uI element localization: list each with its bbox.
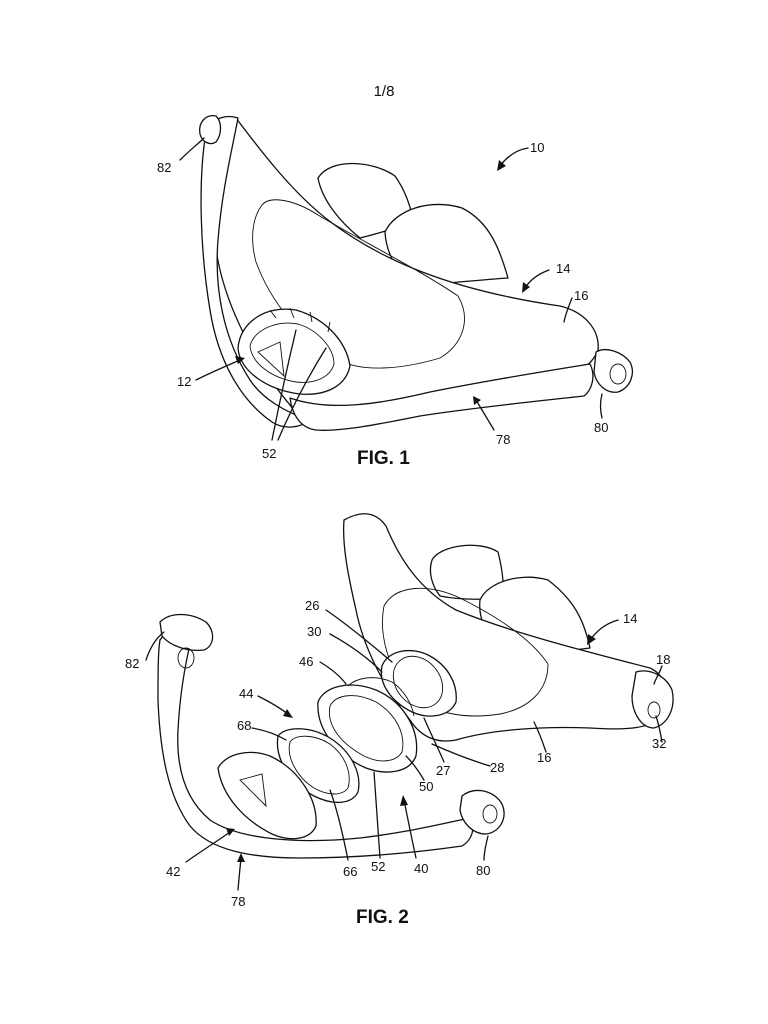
- frame-left-arm: [200, 115, 311, 428]
- ref-78: 78: [496, 432, 510, 447]
- leader-16: [563, 297, 573, 323]
- leader-10: [499, 147, 529, 167]
- cushion-opening: [380, 649, 457, 717]
- ref-30: 30: [307, 624, 321, 639]
- leader-32: [655, 715, 663, 743]
- ref-16: 16: [537, 750, 551, 765]
- connector-80: [593, 348, 633, 393]
- ref-80: 80: [476, 863, 490, 878]
- ref-44: 44: [239, 686, 253, 701]
- ring-collar-30: [347, 677, 415, 717]
- leader-16: [533, 721, 547, 753]
- swivel-ring: [237, 308, 351, 395]
- cushion-opening-inner: [392, 655, 444, 709]
- connector-80-bore: [609, 363, 627, 385]
- gasket-66: [288, 735, 350, 795]
- ref-80: 80: [594, 420, 608, 435]
- elbow-42: [217, 751, 317, 840]
- leader-44: [257, 695, 289, 715]
- ref-26: 26: [305, 598, 319, 613]
- leader-42: [185, 831, 231, 863]
- ref-32: 32: [652, 736, 666, 751]
- ref-66: 66: [343, 864, 357, 879]
- ref-14: 14: [623, 611, 637, 626]
- clip-82: [199, 115, 222, 145]
- leader-66: [329, 789, 349, 861]
- page-number: 1/8: [373, 83, 395, 100]
- arrowhead-12: [235, 356, 245, 364]
- leader-12: [195, 359, 241, 381]
- figure-1-caption: FIG. 1: [357, 448, 410, 469]
- leader-52: [373, 771, 381, 859]
- leader-28: [431, 743, 491, 767]
- ref-68: 68: [237, 718, 251, 733]
- arrowhead-40: [400, 795, 408, 806]
- leader-27: [423, 717, 445, 763]
- leader-78: [475, 399, 495, 431]
- arrowhead-44: [283, 709, 293, 718]
- ref-52: 52: [262, 446, 276, 461]
- figure-2-caption: FIG. 2: [356, 907, 409, 928]
- leader-30: [329, 633, 383, 673]
- frame-bottom-strap: [289, 363, 594, 431]
- arrowhead-42: [226, 828, 235, 836]
- cushion-surface: [252, 199, 465, 369]
- ref-10: 10: [530, 140, 544, 155]
- figure-2-drawing: 26 14 30 18 82 46 44 68 32 27 28 16 50 4…: [125, 513, 674, 928]
- ref-52: 52: [371, 859, 385, 874]
- leader-52b: [277, 347, 327, 441]
- elbow-vent-triangle: [239, 773, 267, 808]
- leader-78: [237, 857, 242, 891]
- leader-18: [653, 665, 663, 685]
- ref-46: 46: [299, 654, 313, 669]
- leader-82: [179, 137, 205, 161]
- swivel-ring-inner: [328, 695, 404, 762]
- ref-40: 40: [414, 861, 428, 876]
- ref-82: 82: [157, 160, 171, 175]
- connector-80-bore: [482, 804, 498, 824]
- arrowhead-10: [497, 160, 506, 171]
- swivel-ring-inner: [249, 322, 335, 383]
- arrowhead-14: [522, 282, 530, 293]
- leader-82: [145, 631, 165, 661]
- leader-50: [405, 755, 425, 781]
- leader-52a: [271, 329, 297, 441]
- ref-28: 28: [490, 760, 504, 775]
- ref-16: 16: [574, 288, 588, 303]
- leader-14: [589, 619, 619, 641]
- arrowhead-78: [473, 396, 481, 405]
- ref-50: 50: [419, 779, 433, 794]
- arrowhead-14: [587, 634, 596, 645]
- ref-12: 12: [177, 374, 191, 389]
- leader-46: [319, 661, 347, 685]
- leader-80: [483, 835, 489, 861]
- clip-82: [159, 613, 214, 652]
- clip-82-bore: [177, 647, 195, 669]
- arrowhead-78: [237, 853, 245, 862]
- leader-14: [524, 269, 550, 289]
- connector-80: [459, 789, 505, 835]
- ref-18: 18: [656, 652, 670, 667]
- leader-80: [599, 393, 603, 419]
- leader-68: [251, 727, 287, 741]
- ref-82: 82: [125, 656, 139, 671]
- ref-78: 78: [231, 894, 245, 909]
- ref-42: 42: [166, 864, 180, 879]
- ring-segments: [269, 307, 331, 333]
- leader-26: [325, 609, 393, 663]
- port-32: [647, 701, 661, 719]
- figure-1-drawing: 10 82 14 16 12 52 78 80 FIG. 1: [157, 115, 633, 469]
- vent-triangle: [257, 341, 285, 378]
- ref-14: 14: [556, 261, 570, 276]
- ref-27: 27: [436, 763, 450, 778]
